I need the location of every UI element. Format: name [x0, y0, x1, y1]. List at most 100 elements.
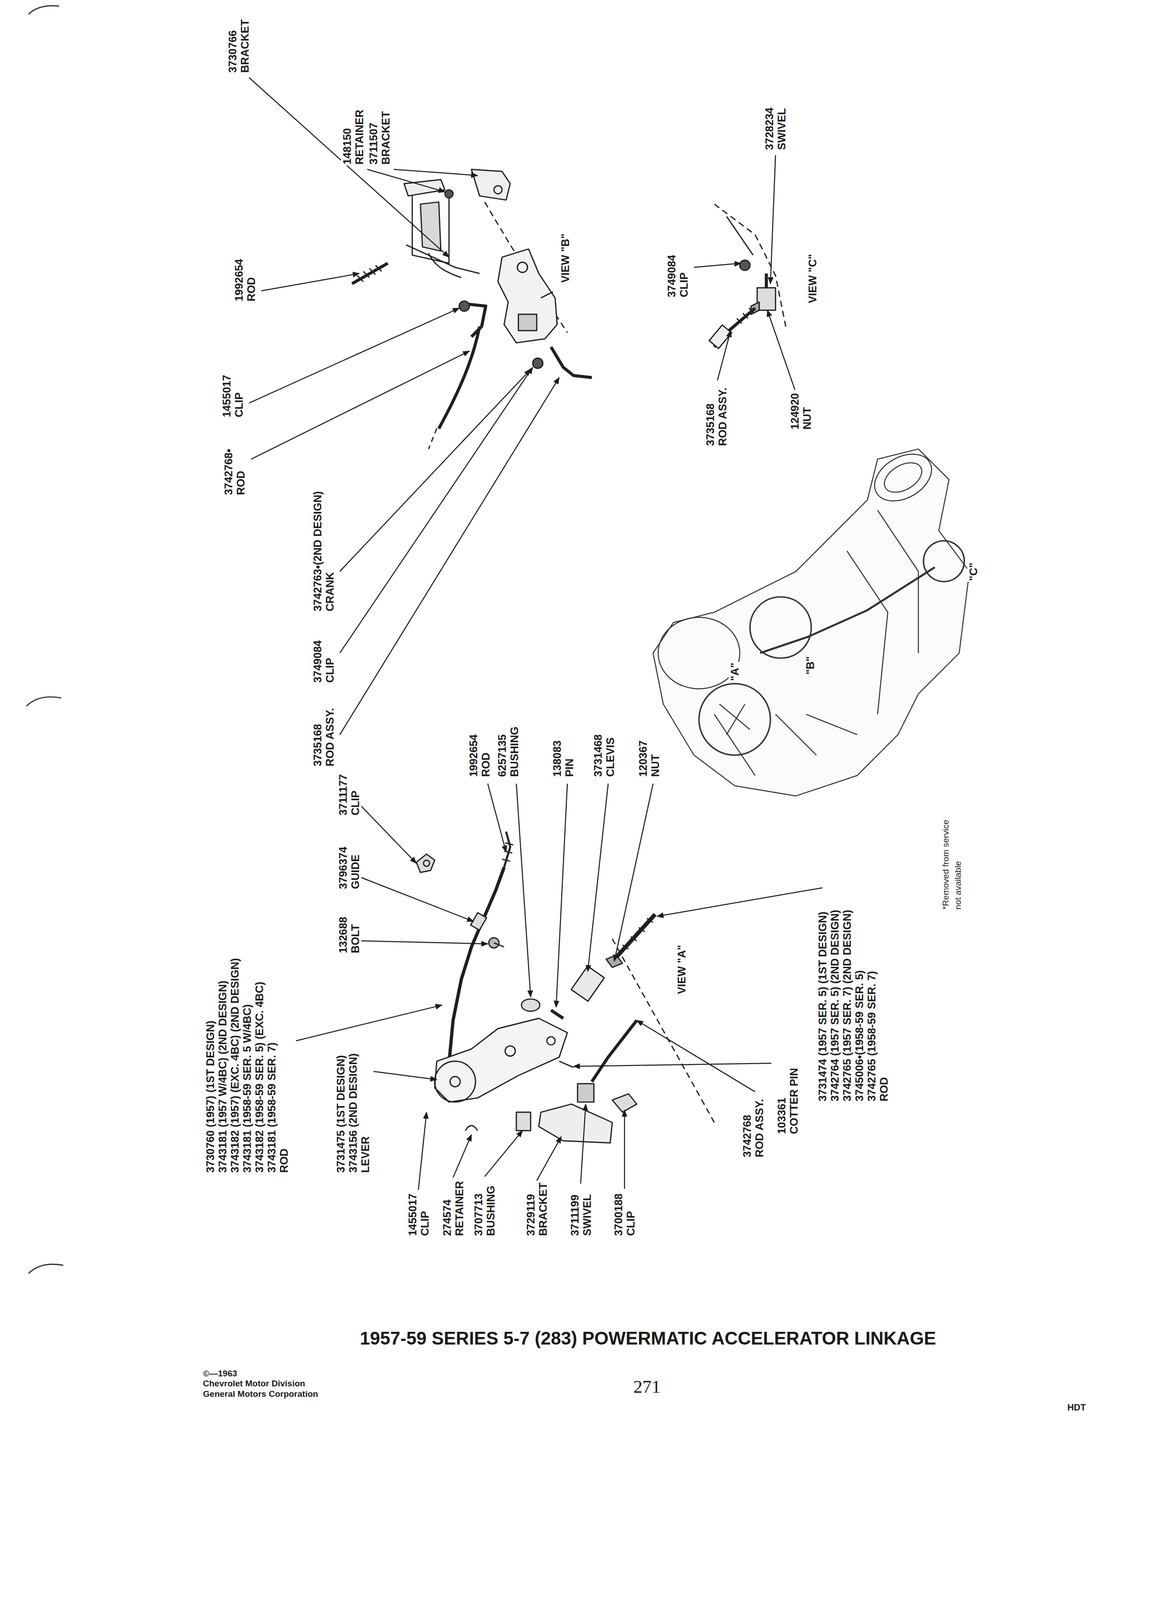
leader-lines-part: [487, 783, 506, 852]
view-a-drawing-part: [516, 1112, 531, 1131]
view-a-drawing-part: [423, 859, 430, 866]
callout-label: 1455017 CLIP: [406, 1192, 431, 1237]
view-a-drawing-part: [488, 937, 499, 948]
view-a-drawing-part: [416, 854, 435, 873]
callout-label: 3735168 ROD ASSY.: [704, 380, 729, 447]
callout-label: 3796374 GUIDE: [336, 845, 362, 890]
transmission-sketch: [653, 444, 970, 796]
leader-lines-part: [587, 783, 609, 972]
leader-lines-part: [249, 77, 450, 258]
page-title: 1957-59 SERIES 5-7 (283) POWERMATIC ACCE…: [359, 1327, 938, 1349]
callout-label: 3730766 BRACKET: [226, 18, 251, 74]
callout-label: 3742768• ROD: [222, 447, 247, 496]
leader-lines: [249, 77, 823, 1190]
view-c-drawing-part: [709, 324, 732, 349]
callout-label: 3711507 BRACKET: [367, 109, 392, 165]
view-label: VIEW "C": [806, 253, 819, 305]
view-c-drawing-part: [757, 287, 776, 310]
view-c-drawing-part: [739, 259, 750, 270]
view-b-drawing-part: [471, 169, 510, 200]
copyright-line: General Motors Corporation: [202, 1388, 320, 1399]
binder-marks-part: [28, 5, 60, 15]
view-a-drawing-part: [550, 1009, 564, 1019]
view-b-drawing-part: [467, 304, 486, 337]
callout-label: 3729119 BRACKET: [524, 1181, 550, 1237]
transmission-sketch-part: [699, 683, 771, 755]
transmission-sketch-part: [760, 567, 935, 654]
leader-lines-part: [361, 877, 474, 922]
view-c-drawing: [709, 204, 786, 349]
callout-label: 3742763•(2ND DESIGN) CRANK: [311, 483, 336, 613]
callout-label: 3728234 SWIVEL: [763, 106, 788, 151]
callout-label: 1455017 CLIP: [220, 374, 245, 419]
footnote: not available: [953, 859, 964, 911]
view-b-drawing-part: [498, 249, 558, 344]
part-list-line: 3743181 (1958-59 SER. 5 W/4BC): [240, 1003, 254, 1174]
leader-lines-part: [614, 783, 654, 962]
leader-lines-part: [361, 940, 488, 945]
leader-lines-part: [536, 1136, 562, 1181]
part-list-line: 3743181 (1957 W/4BC) (2ND DESIGN): [216, 979, 229, 1174]
view-b-drawing-part: [518, 314, 537, 331]
view-b-drawing-part: [550, 346, 592, 378]
leader-lines-part: [418, 1112, 427, 1190]
view-label: VIEW "A": [675, 944, 688, 995]
view-b-drawing-part: [540, 291, 554, 298]
callout-label: 103361 COTTER PIN: [775, 1060, 800, 1135]
view-a-drawing-part: [449, 1076, 460, 1087]
view-a-drawing-part: [465, 1125, 478, 1131]
callout-label: 120367 NUT: [636, 739, 662, 778]
callout-label: 132688 BOLT: [336, 915, 362, 955]
callout-label: 3700188 CLIP: [612, 1192, 637, 1237]
page-number: 271: [632, 1376, 662, 1397]
leader-lines-part: [484, 1130, 523, 1177]
view-c-drawing-part: [764, 273, 769, 288]
view-marker: "A": [728, 661, 741, 682]
leader-lines-part: [373, 1071, 437, 1080]
view-c-drawing-part: [726, 216, 754, 255]
view-a-drawing-part: [622, 918, 654, 949]
view-a-drawing-part: [612, 1094, 637, 1113]
leader-lines-part: [453, 1134, 472, 1178]
transmission-sketch-part: [923, 540, 965, 582]
view-a-drawing-part: [521, 999, 540, 1012]
view-a-drawing-part: [434, 1018, 568, 1102]
leader-lines-part: [516, 783, 531, 997]
transmission-sketch-part: [714, 714, 817, 776]
transmission-sketch-part: [806, 509, 919, 735]
transmission-sketch-part: [879, 456, 928, 499]
callout-label: 3735168 ROD ASSY.: [311, 700, 336, 768]
callout-label: 3749084 CLIP: [665, 253, 690, 298]
view-b-drawing-part: [444, 189, 454, 199]
part-list-line: ROD: [877, 1075, 890, 1102]
leader-lines-part: [295, 1004, 442, 1041]
view-a-drawing-part: [494, 942, 505, 947]
part-list-line: 3745006•(1958-59 SER. 5): [853, 969, 866, 1103]
callout-label: 274574 RETAINER: [440, 1179, 466, 1237]
view-a-drawing-part: [546, 1036, 555, 1045]
leader-lines-part: [339, 367, 533, 654]
binder-marks-part: [28, 1263, 64, 1274]
view-b-drawing: [352, 169, 593, 450]
part-list-line: 3742765 (1957 SER. 7) (2ND DESIGN): [840, 908, 854, 1103]
leader-lines-part: [250, 350, 470, 460]
part-list-line: 3743182 (1957) (EXC. 4BC) (2ND DESIGN): [228, 957, 241, 1174]
callout-label: 3749084 CLIP: [311, 639, 336, 684]
leader-lines-part: [770, 154, 776, 284]
part-list-line: ROD: [277, 1147, 290, 1174]
view-marker: "B": [804, 655, 817, 676]
view-a-drawing-part: [616, 914, 655, 957]
view-a-drawing-part: [538, 1104, 613, 1143]
callout-label: 1992654 ROD: [232, 257, 258, 302]
view-b-drawing-part: [428, 428, 437, 450]
view-a-drawing-part: [559, 1061, 574, 1068]
leader-lines-part: [394, 169, 478, 176]
leader-lines-part: [636, 1020, 755, 1092]
callout-label: 6257135 BUSHING: [495, 725, 521, 778]
callout-label: 3731468 CLEVIS: [591, 733, 617, 778]
view-b-drawing-part: [428, 253, 462, 278]
view-b-drawing-part: [357, 265, 382, 282]
leader-lines-part: [249, 308, 460, 404]
part-list-line: 3742765 (1958-59 SER. 7): [865, 969, 878, 1103]
